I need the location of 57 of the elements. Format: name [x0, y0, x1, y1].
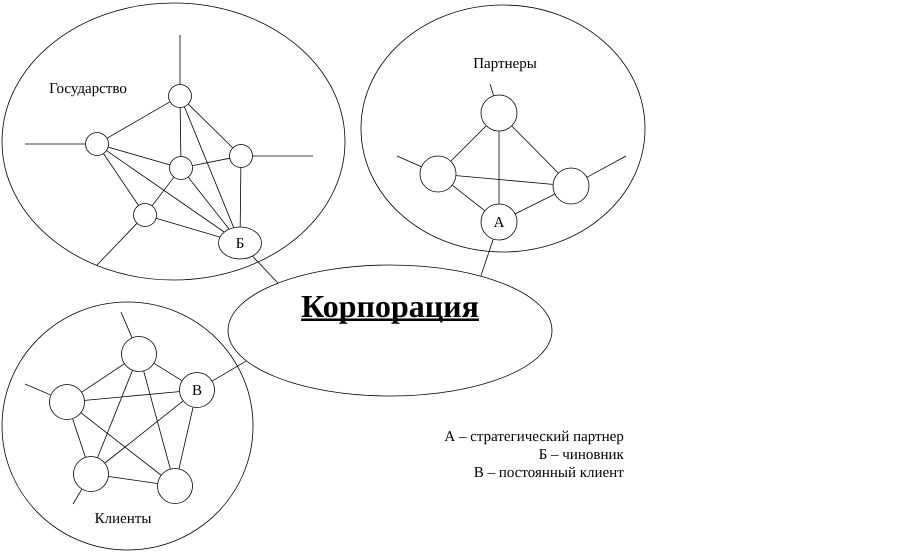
- connector-line: [192, 158, 230, 166]
- central-title: Корпорация: [301, 296, 479, 324]
- circle-node: [480, 94, 518, 132]
- connector-line: [106, 150, 224, 232]
- connector-line: [72, 418, 86, 458]
- connector-line: [84, 391, 180, 401]
- connector-line: [178, 407, 194, 469]
- connector-line: [498, 131, 500, 204]
- circle-node: [85, 132, 109, 156]
- key-text: Б – чиновник: [539, 449, 624, 460]
- stub-line: [24, 384, 51, 396]
- circle-node: [49, 384, 85, 420]
- connector-line: [180, 108, 182, 156]
- circle-node: [168, 84, 192, 108]
- connector-line: [108, 146, 170, 166]
- group-title: Партнеры: [474, 58, 536, 72]
- connector-line: [104, 400, 184, 464]
- stub-line: [96, 223, 138, 266]
- connector-line: [152, 177, 174, 206]
- connector-line: [156, 218, 220, 238]
- connector-line: [240, 168, 242, 227]
- circle-node: [229, 144, 253, 168]
- connector-line: [106, 102, 170, 138]
- connector-line: [188, 176, 230, 230]
- connector-line: [143, 370, 171, 470]
- connector-line: [512, 126, 558, 174]
- stub-line: [120, 312, 132, 338]
- stub-line: [586, 156, 626, 178]
- connector-line: [450, 126, 486, 162]
- connector-line: [212, 360, 247, 382]
- connector-line: [154, 363, 182, 381]
- connector-line: [97, 370, 133, 458]
- circle-node: [133, 203, 157, 227]
- connector-line: [80, 412, 162, 476]
- connector-line: [188, 104, 233, 148]
- connector-line: [103, 153, 139, 206]
- circle-node: [552, 168, 590, 204]
- key-text: А – стратегический партнер: [444, 430, 624, 444]
- key-text: В – постоянный клиент: [474, 466, 624, 478]
- connector-line: [456, 175, 554, 185]
- stub-line: [396, 156, 422, 167]
- group-title: Клиенты: [95, 513, 152, 524]
- circle-node: [157, 468, 193, 504]
- stub-line: [490, 84, 494, 96]
- stub-line: [72, 488, 82, 504]
- connector-line: [480, 239, 494, 276]
- connector-line: [252, 256, 278, 284]
- circle-node: [420, 156, 456, 192]
- connector-line: [184, 106, 234, 228]
- circle-node: [73, 456, 109, 492]
- group-title: Государство: [50, 83, 126, 96]
- connector-line: [82, 364, 125, 392]
- circle-node: [121, 336, 157, 372]
- circle-node: [169, 156, 193, 180]
- connector-line: [452, 184, 485, 212]
- connector-line: [515, 194, 555, 214]
- connector-line: [108, 476, 158, 484]
